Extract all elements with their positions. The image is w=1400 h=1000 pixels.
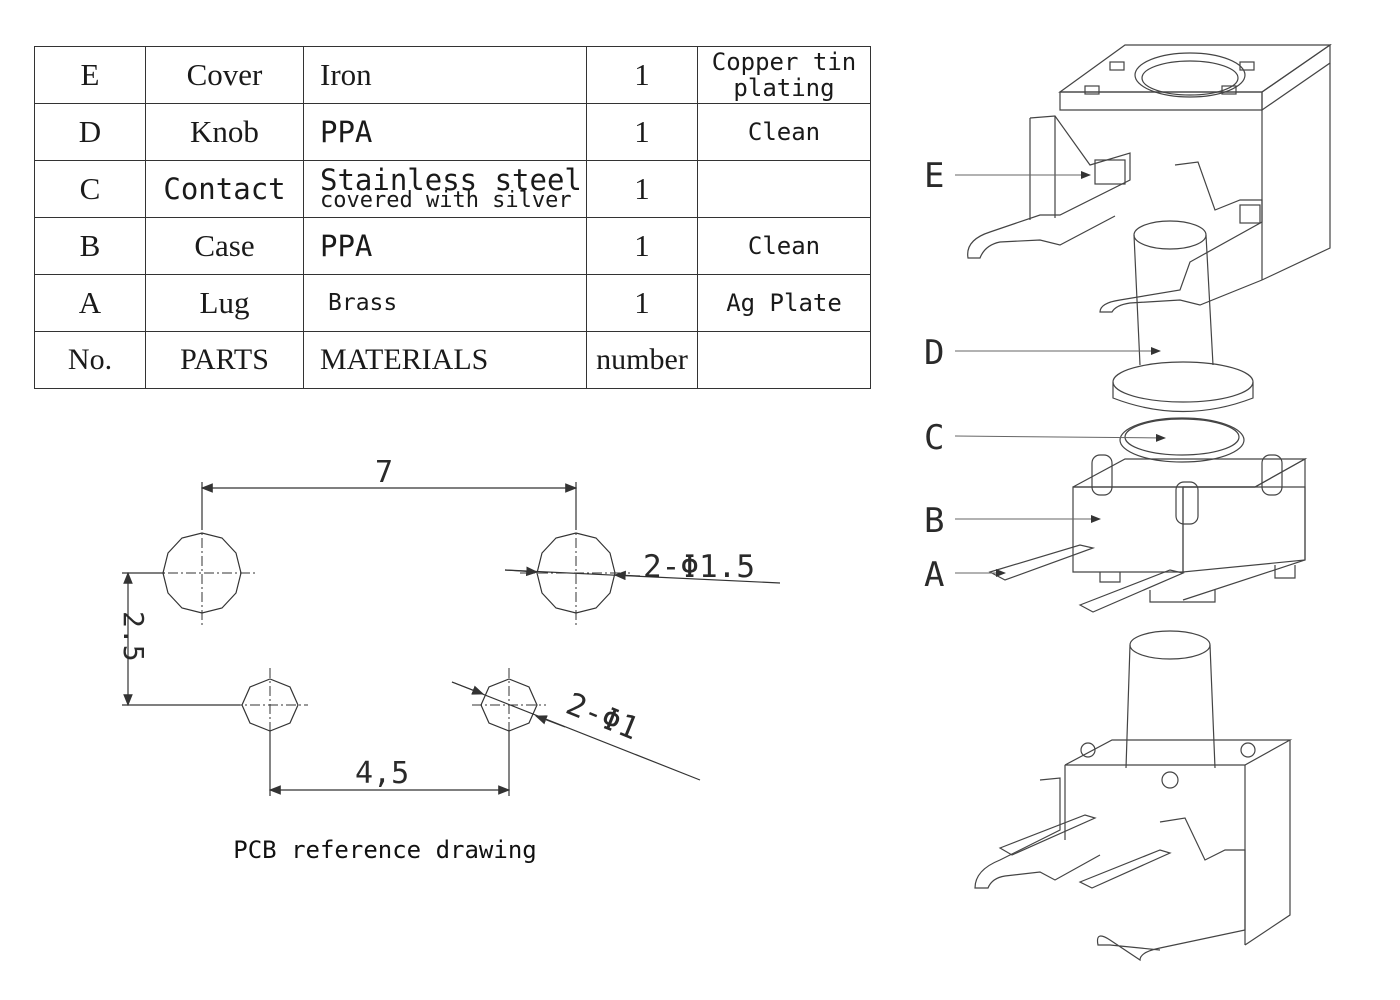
dim-bottom-label: 4,5 <box>355 756 409 791</box>
row-finish: Clean <box>697 217 871 275</box>
pcb-drawing <box>122 482 781 796</box>
row-no: C <box>34 160 146 218</box>
row-material: PPA <box>303 103 587 161</box>
table-row: E Cover Iron 1 Copper tin plating <box>34 46 871 104</box>
row-part: Lug <box>145 274 304 332</box>
part-a-lug-drawing <box>988 544 1185 613</box>
row-qty: 1 <box>586 274 698 332</box>
row-finish: Ag Plate <box>697 274 871 332</box>
row-finish: Copper tin plating <box>697 46 871 104</box>
row-material: PPA <box>303 217 587 275</box>
row-qty: 1 <box>586 46 698 104</box>
dim-height-label: 2.5 <box>117 611 150 662</box>
pcb-caption: PCB reference drawing <box>233 836 537 864</box>
exploded-view <box>954 43 1332 962</box>
table-row: A Lug Brass 1 Ag Plate <box>34 274 871 332</box>
part-e-cover-drawing <box>967 43 1332 313</box>
row-material: Brass <box>303 274 587 332</box>
dim-width-label: 7 <box>375 455 393 490</box>
row-qty: 1 <box>586 103 698 161</box>
row-part: Contact <box>145 160 304 218</box>
exploded-label-e: E <box>924 156 944 196</box>
row-finish <box>697 160 871 218</box>
part-c-contact-drawing <box>1119 417 1245 463</box>
exploded-label-c: C <box>924 418 944 458</box>
header-parts: PARTS <box>145 331 304 389</box>
header-number: number <box>586 331 698 389</box>
hole-large-label: 2-Φ1.5 <box>643 549 755 585</box>
assembled-switch-drawing <box>974 630 1293 962</box>
header-materials: MATERIALS <box>303 331 587 389</box>
row-material: Stainless steel covered with silver <box>303 160 587 218</box>
table-header-row: No. PARTS MATERIALS number <box>34 331 871 389</box>
header-finish <box>697 331 871 389</box>
exploded-label-d: D <box>924 333 944 373</box>
row-part: Knob <box>145 103 304 161</box>
row-qty: 1 <box>586 217 698 275</box>
exploded-label-b: B <box>924 501 944 541</box>
row-part: Case <box>145 217 304 275</box>
parts-table: E Cover Iron 1 Copper tin plating D Knob… <box>34 46 871 389</box>
hole-small-label: 2-Φ1 <box>561 686 644 747</box>
material-main: Stainless steel <box>320 163 582 197</box>
header-no: No. <box>34 331 146 389</box>
row-no: E <box>34 46 146 104</box>
row-qty: 1 <box>586 160 698 218</box>
part-b-case-drawing <box>1072 454 1308 603</box>
row-part: Cover <box>145 46 304 104</box>
table-row: B Case PPA 1 Clean <box>34 217 871 275</box>
table-row: C Contact Stainless steel covered with s… <box>34 160 871 218</box>
row-finish: Clean <box>697 103 871 161</box>
part-d-knob-drawing <box>1112 220 1254 413</box>
exploded-label-a: A <box>924 555 944 595</box>
material-sub: covered with silver <box>320 188 572 213</box>
